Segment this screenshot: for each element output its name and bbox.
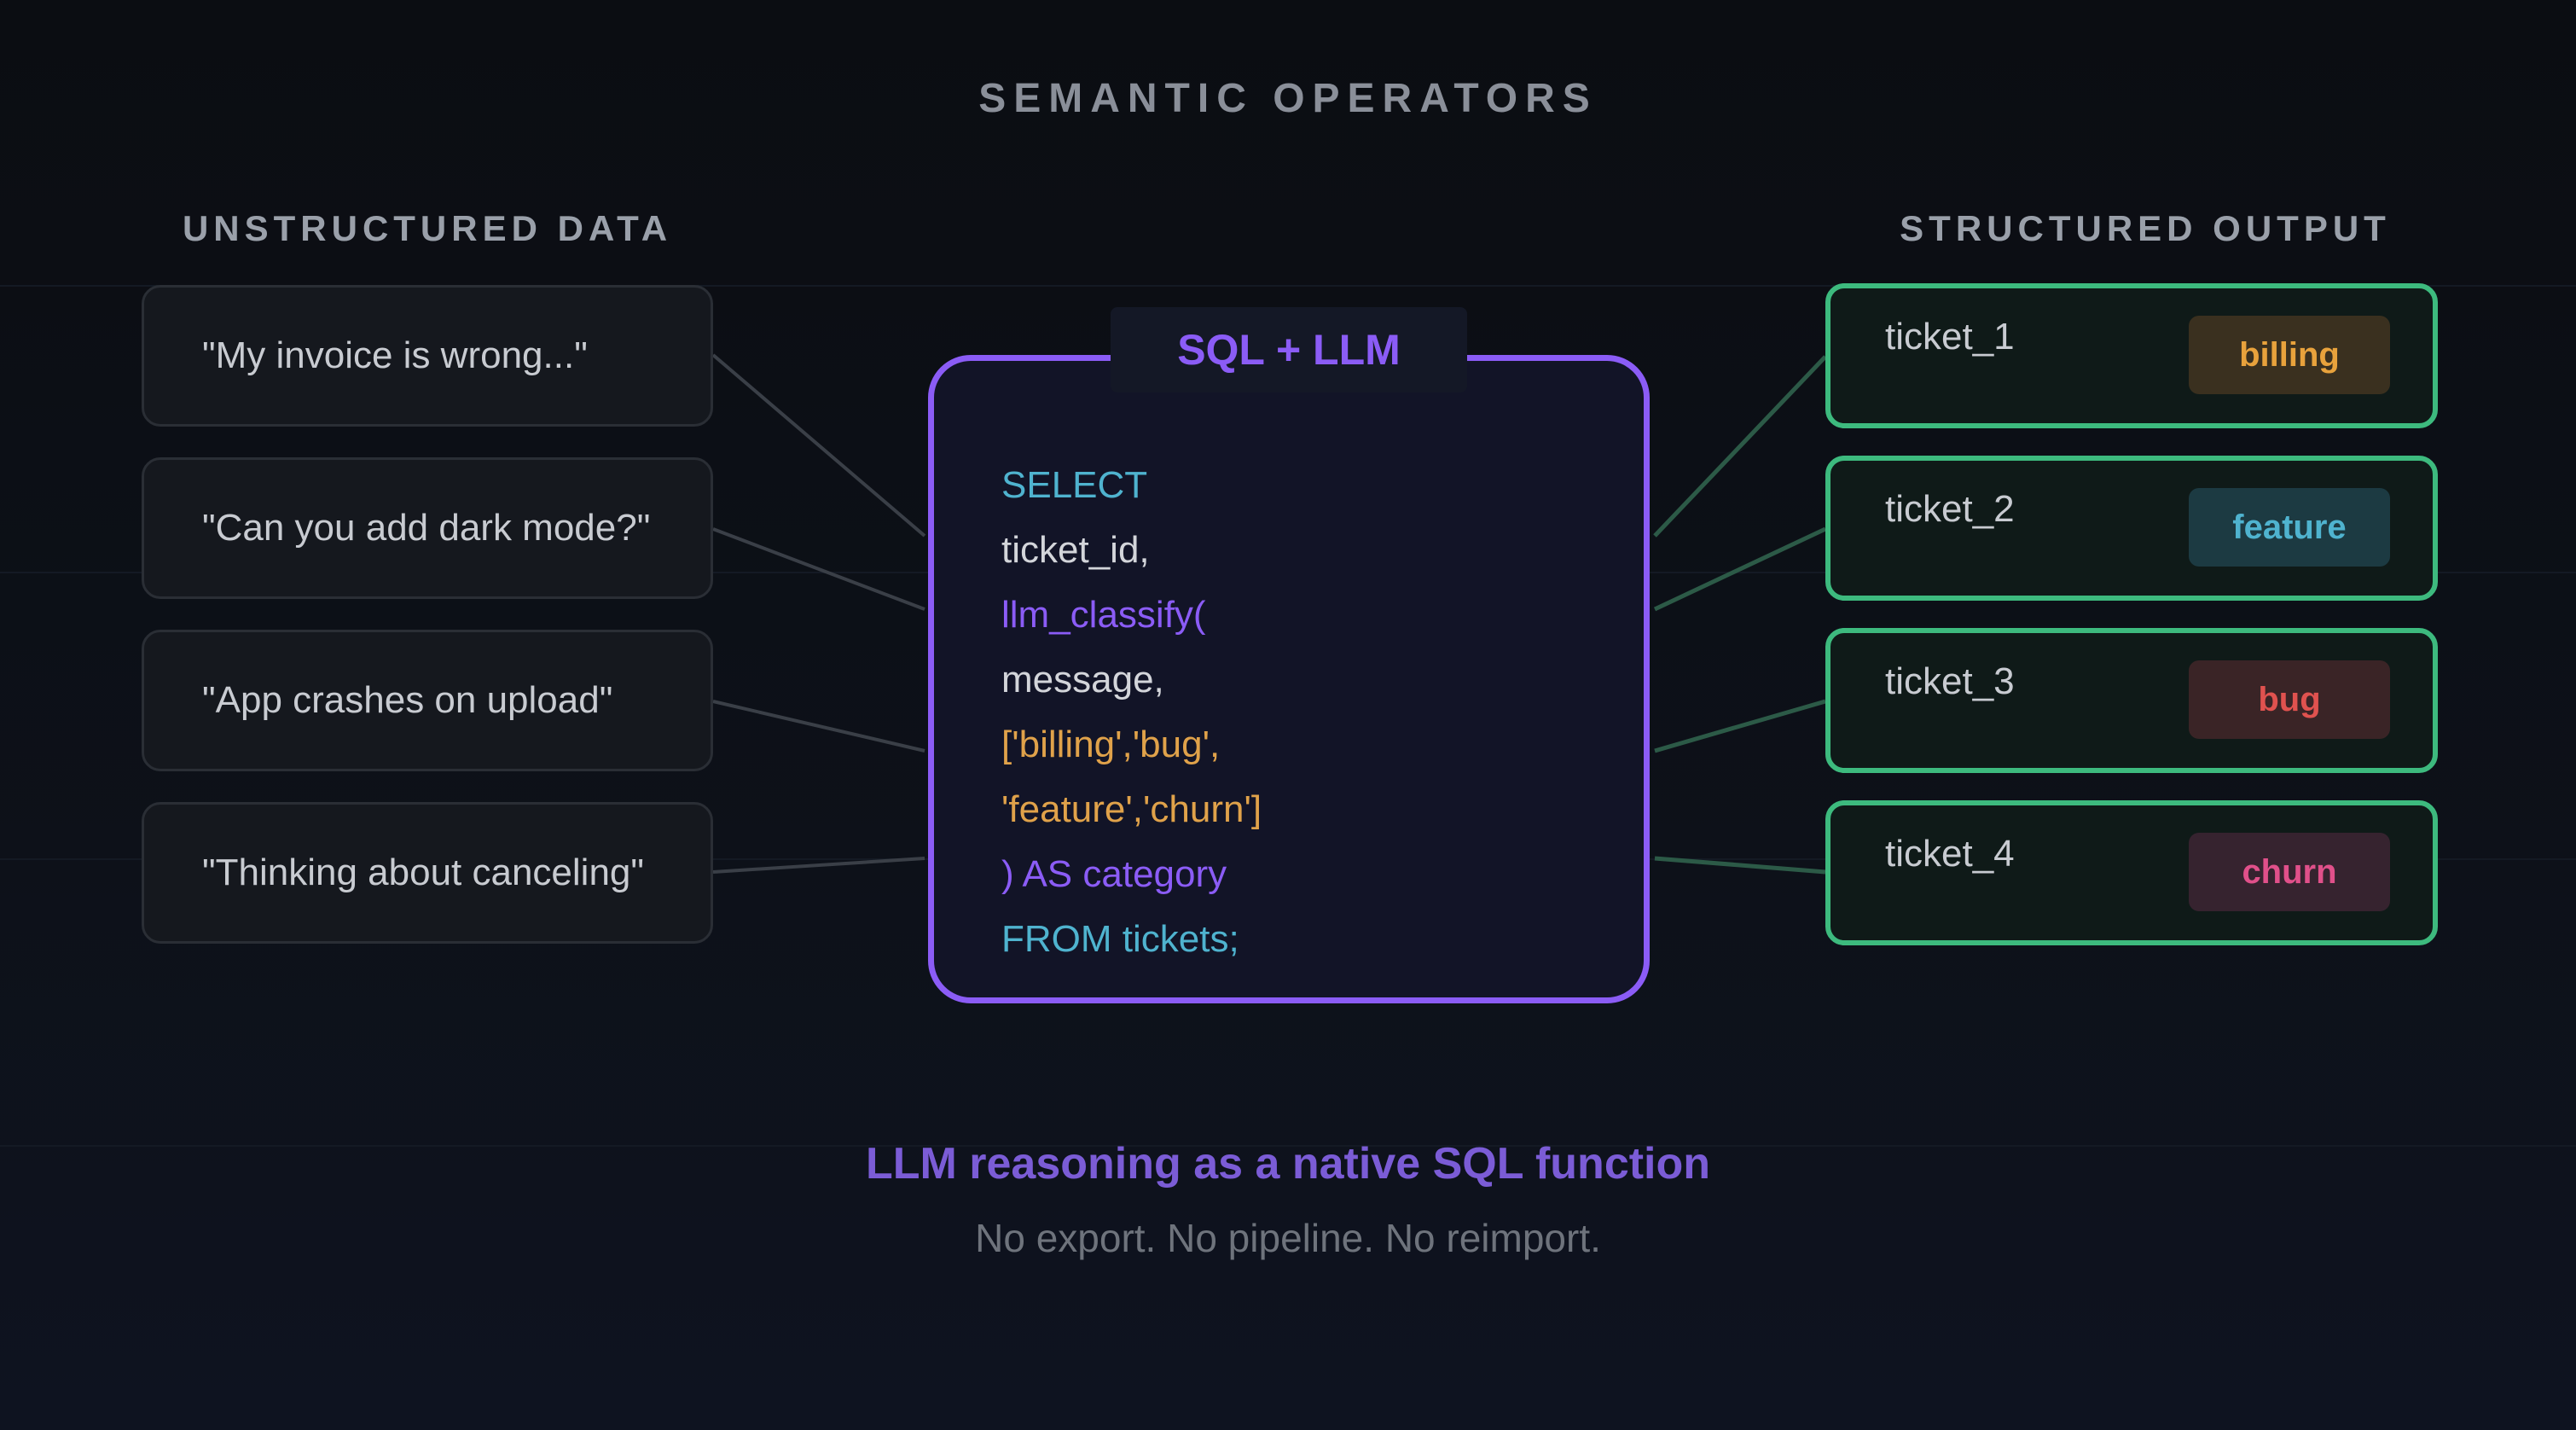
sql-line-llm-classify: llm_classify( bbox=[1001, 594, 1206, 636]
output-row-3: ticket_3 bug bbox=[1825, 628, 2438, 773]
sql-line-as-category: ) AS category bbox=[1001, 853, 1227, 895]
connector-output-2 bbox=[1653, 526, 1827, 612]
connector-input-1 bbox=[711, 353, 926, 538]
unstructured-data-heading: UNSTRUCTURED DATA bbox=[182, 208, 673, 248]
guide-line bbox=[0, 285, 2576, 287]
output-row-4: ticket_4 churn bbox=[1825, 800, 2438, 945]
sql-llm-label: SQL + LLM bbox=[1111, 307, 1467, 392]
input-message-4: "Thinking about canceling" bbox=[142, 802, 713, 944]
category-badge-bug: bug bbox=[2189, 660, 2390, 739]
sql-line-categories-1: ['billing','bug', bbox=[1001, 724, 1221, 765]
category-badge-feature: feature bbox=[2189, 488, 2390, 567]
category-badge-churn: churn bbox=[2189, 833, 2390, 911]
footer-tagline: LLM reasoning as a native SQL function bbox=[865, 1139, 1711, 1189]
connector-output-4 bbox=[1654, 856, 1826, 875]
ticket-id: ticket_3 bbox=[1885, 660, 2015, 702]
connector-output-1 bbox=[1653, 355, 1827, 538]
output-row-2: ticket_2 feature bbox=[1825, 456, 2438, 601]
input-message-3: "App crashes on upload" bbox=[142, 630, 713, 771]
ticket-id: ticket_4 bbox=[1885, 833, 2015, 875]
sql-line-categories-2: 'feature','churn'] bbox=[1001, 788, 1262, 830]
guide-line bbox=[0, 1145, 2576, 1147]
input-message-1: "My invoice is wrong..." bbox=[142, 285, 713, 427]
sql-line-ticket-id: ticket_id, bbox=[1001, 529, 1150, 571]
category-badge-billing: billing bbox=[2189, 316, 2390, 394]
diagram-title: SEMANTIC OPERATORS bbox=[978, 76, 1598, 121]
footer-subtitle: No export. No pipeline. No reimport. bbox=[975, 1216, 1601, 1260]
sql-line-from: FROM tickets; bbox=[1001, 918, 1239, 960]
connector-output-3 bbox=[1654, 699, 1826, 753]
ticket-id: ticket_1 bbox=[1885, 316, 2015, 358]
connector-input-4 bbox=[712, 857, 925, 874]
ticket-id: ticket_2 bbox=[1885, 488, 2015, 530]
output-row-1: ticket_1 billing bbox=[1825, 283, 2438, 428]
connector-input-3 bbox=[712, 700, 925, 753]
sql-line-message: message, bbox=[1001, 659, 1164, 700]
structured-output-heading: STRUCTURED OUTPUT bbox=[1900, 208, 2391, 248]
connector-input-2 bbox=[712, 527, 925, 611]
sql-line-select: SELECT bbox=[1001, 464, 1148, 506]
input-message-2: "Can you add dark mode?" bbox=[142, 457, 713, 599]
